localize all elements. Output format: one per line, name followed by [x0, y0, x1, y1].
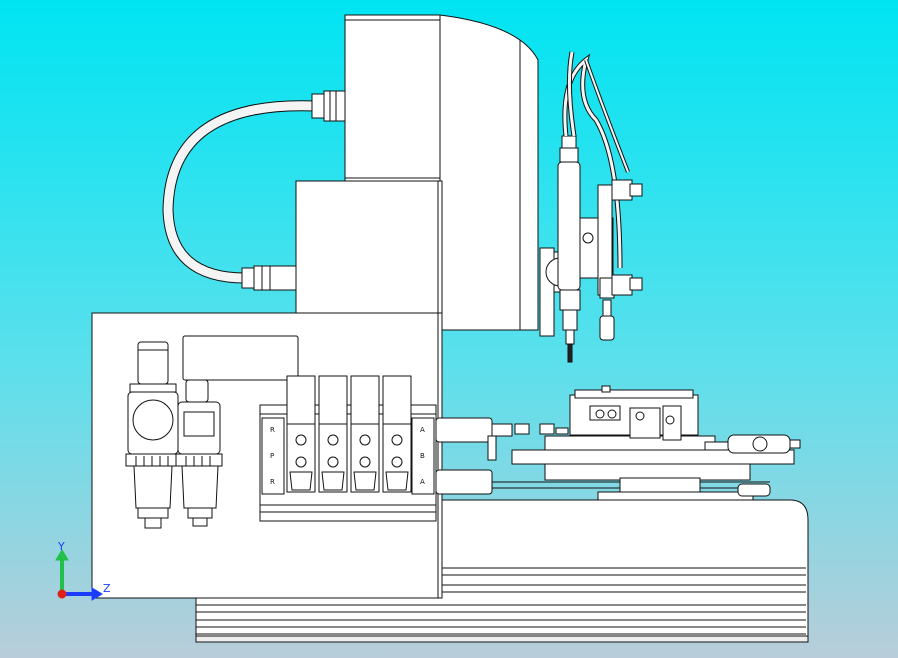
solenoid-valve-2[interactable]: [318, 375, 348, 493]
origin-dot: [57, 589, 67, 599]
port-label-p: P: [270, 452, 274, 460]
air-filter-regulator[interactable]: [125, 341, 181, 529]
conduit-fitting-bottom: [241, 265, 297, 291]
port-label-a2: A: [420, 478, 425, 486]
port-label-a1: A: [420, 426, 425, 434]
solenoid-valve-1[interactable]: [286, 375, 316, 493]
dispense-syringe[interactable]: [557, 135, 581, 363]
air-lubricator[interactable]: [175, 379, 223, 527]
solenoid-valve-3[interactable]: [350, 375, 380, 493]
work-fixture[interactable]: [569, 385, 699, 441]
port-label-r2: R: [270, 478, 275, 486]
cylinder-upper[interactable]: [435, 417, 513, 461]
conduit-fitting-top: [311, 90, 346, 122]
port-label-b: B: [420, 452, 425, 460]
z-axis-label: Z: [103, 582, 111, 595]
base-linear-rail[interactable]: [195, 499, 809, 643]
air-fittings: [599, 179, 643, 341]
cable-conduit[interactable]: [162, 100, 317, 284]
motor-block[interactable]: [295, 180, 443, 314]
axis-triad: [55, 549, 103, 601]
port-label-r1: R: [270, 426, 275, 434]
solenoid-valve-4[interactable]: [382, 375, 412, 493]
y-axis-label: Y: [57, 540, 65, 553]
